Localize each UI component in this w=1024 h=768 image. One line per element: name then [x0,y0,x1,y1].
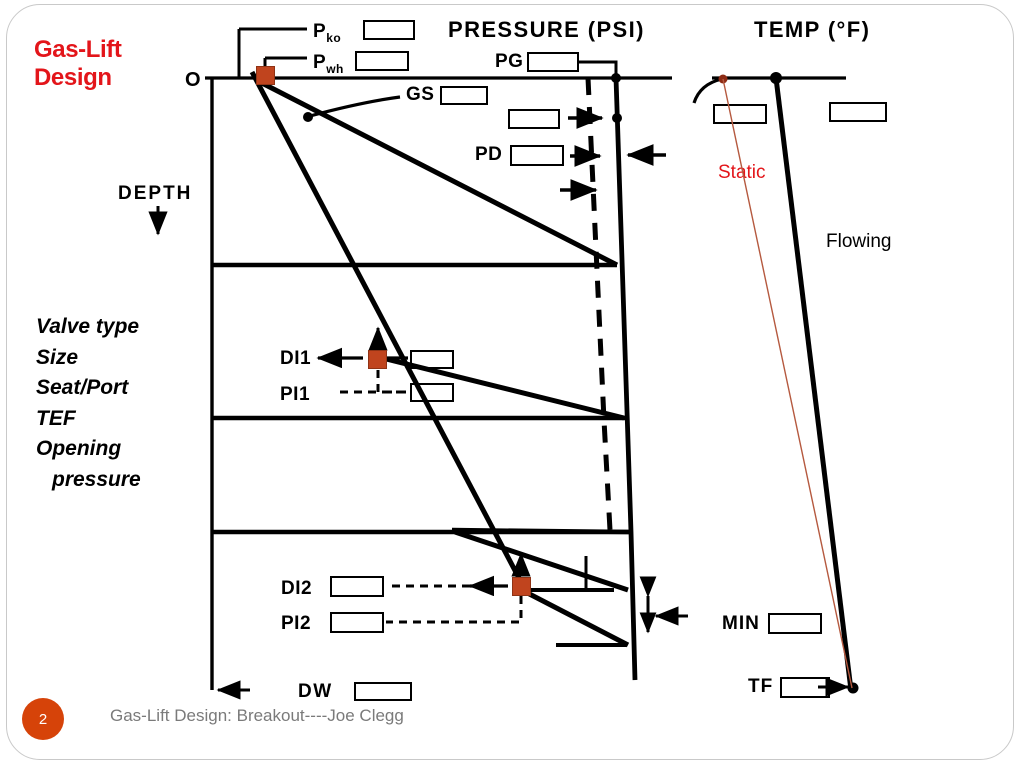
valve-marker-di2[interactable] [512,577,531,596]
pd-value-box[interactable] [510,145,564,166]
page-number: 2 [38,710,48,728]
flowing-temp-node [770,72,782,84]
pwh-value-box[interactable] [355,51,409,71]
dw-label: DW [298,681,333,702]
pko-value-box[interactable] [363,20,415,40]
flowing-label: Flowing [826,231,892,252]
di1-value-box[interactable] [410,350,454,369]
transfer-pressure-dashed-line [585,77,613,531]
page-number-badge: 2 [22,698,64,740]
unloading-gradient-4 [512,583,630,648]
page-title-line-1: Gas-Lift [34,36,122,63]
page-title: Gas-Lift Design [34,36,214,92]
gs-label: GS [406,84,435,105]
temp-value-box-right[interactable] [829,102,887,122]
static-label: Static [718,162,766,183]
gs-value-box[interactable] [440,86,488,105]
list-item: Seat/Port [36,376,129,399]
pd-label: PD [475,144,503,165]
temp-axis-header: TEMP (°F) [754,17,871,42]
origin-label: O [185,69,202,91]
list-item: TEF [36,406,76,430]
gs-leader-line [309,95,401,118]
static-leader-curve [692,77,723,104]
pko-label: Pko [313,21,342,45]
pwh-label: Pwh [313,52,344,76]
pi2-value-box[interactable] [330,612,384,633]
tf-node [847,682,859,694]
pi2-dashed-connector [386,596,523,624]
di1-label: DI1 [280,348,312,369]
casing-pressure-line [613,77,638,681]
unloading-gradient-1 [254,77,619,268]
page-title-line-2: Design [34,64,112,91]
di2-value-box[interactable] [330,576,384,597]
casing-node-2 [612,113,622,123]
tf-label: TF [748,676,774,697]
valve-parameter-list: Valve type Size Seat/Port TEF Opening pr… [36,312,226,495]
list-item: pressure [52,467,141,491]
gs-leader-dot [303,112,313,122]
static-temp-node [718,74,728,84]
pressure-axis-header: PRESSURE (PSI) [448,17,645,42]
pg-label: PG [495,51,524,72]
list-item: Opening [36,437,122,460]
valve-marker-surface[interactable] [256,66,275,85]
list-item: Size [36,345,79,369]
pg-value-box[interactable] [527,52,579,72]
flowing-temp-line [773,77,854,691]
di2-label: DI2 [281,578,313,599]
list-item: Valve type [36,315,140,338]
dw-value-box[interactable] [354,682,412,701]
casing-node-top [611,73,621,83]
pi1-label: PI1 [280,384,311,405]
pi1-value-box[interactable] [410,383,454,402]
pg-leader-line [579,60,618,78]
unloading-gradient-3a [451,527,631,535]
unloading-gradient-2 [369,352,625,421]
footer-caption: Gas-Lift Design: Breakout----Joe Clegg [110,706,404,725]
min-label: MIN [722,613,760,634]
temp-value-box-left[interactable] [713,104,767,124]
pi1-dashed-connector [376,370,408,394]
unloading-gradient-3 [454,529,629,593]
tf-value-box[interactable] [780,677,830,698]
pi2-label: PI2 [281,613,312,634]
depth-label: DEPTH [118,183,193,204]
min-value-box[interactable] [768,613,822,634]
valve-marker-di1[interactable] [368,350,387,369]
pressure-value-box-1[interactable] [508,109,560,129]
